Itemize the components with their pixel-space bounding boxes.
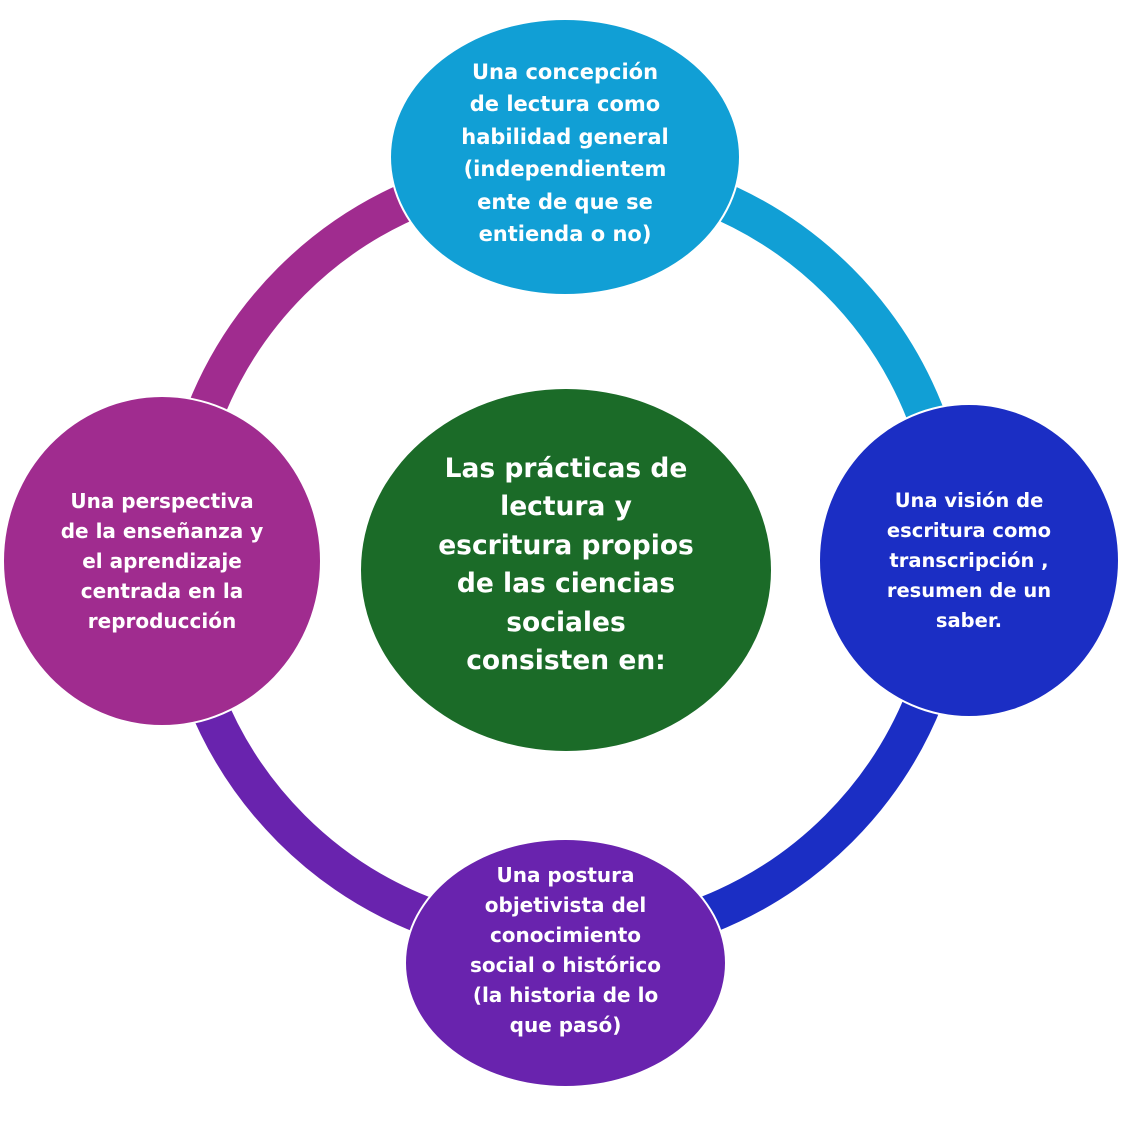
node-objectivist-stance-text: Una postura objetivista del conocimiento… (470, 863, 661, 1037)
node-writing-vision-text: Una visión de escritura como transcripci… (886, 488, 1052, 632)
node-reading-concept-text: Una concepción de lectura como habilidad… (461, 59, 669, 247)
node-writing-vision: Una visión de escritura como transcripci… (818, 403, 1120, 718)
node-reading-concept: Una concepción de lectura como habilidad… (389, 18, 741, 296)
node-teaching-perspective: Una perspectiva de la enseñanza y el apr… (2, 395, 322, 727)
node-teaching-perspective-text: Una perspectiva de la enseñanza y el apr… (60, 489, 264, 633)
center-node: Las prácticas de lectura y escritura pro… (361, 389, 771, 751)
center-node-text: Las prácticas de lectura y escritura pro… (438, 452, 694, 677)
node-objectivist-stance: Una postura objetivista del conocimiento… (404, 838, 727, 1088)
